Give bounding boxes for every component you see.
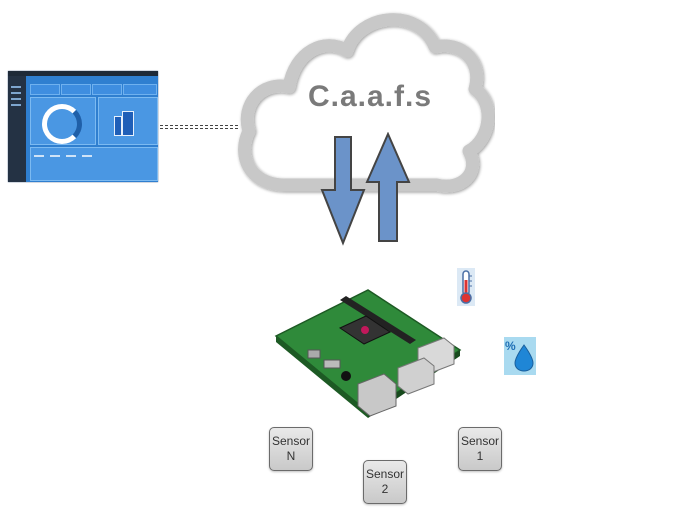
sensor-1-box: Sensor 1 [458,427,502,471]
humidity-icon: % [504,337,536,375]
dashboard-tile [92,84,122,95]
cloud-icon [238,13,495,193]
thermometer-icon [457,268,475,306]
sensor-label: Sensor [271,434,311,448]
sensor-n-box: Sensor N [269,427,313,471]
sensor-id: N [286,449,296,463]
raspberry-pi-icon [274,289,462,418]
dashboard-sidebar [8,76,26,182]
donut-chart-icon [42,104,82,144]
up-arrow-icon [365,132,411,242]
sensor-id: 2 [381,482,389,496]
sensor-label: Sensor [365,467,405,481]
data-flow-arrows [320,132,411,246]
svg-text:%: % [505,339,516,353]
dashboard-tile [123,84,157,95]
bar-chart-bar [122,111,134,136]
sensor-label: Sensor [460,434,500,448]
cloud-title: C.a.a.f.s [307,80,433,113]
sensor-2-box: Sensor 2 [363,460,407,504]
dashboard-tile [61,84,91,95]
dashboard-table-card [30,147,158,181]
dashed-connector [160,128,238,129]
bar-chart-bar [114,116,122,136]
dashboard-topbar [8,71,158,76]
dashed-connector [160,125,238,126]
sensor-id: 1 [476,449,484,463]
dashboard-screenshot [8,71,158,182]
dashboard-tile [30,84,60,95]
down-arrow-icon [320,136,366,246]
